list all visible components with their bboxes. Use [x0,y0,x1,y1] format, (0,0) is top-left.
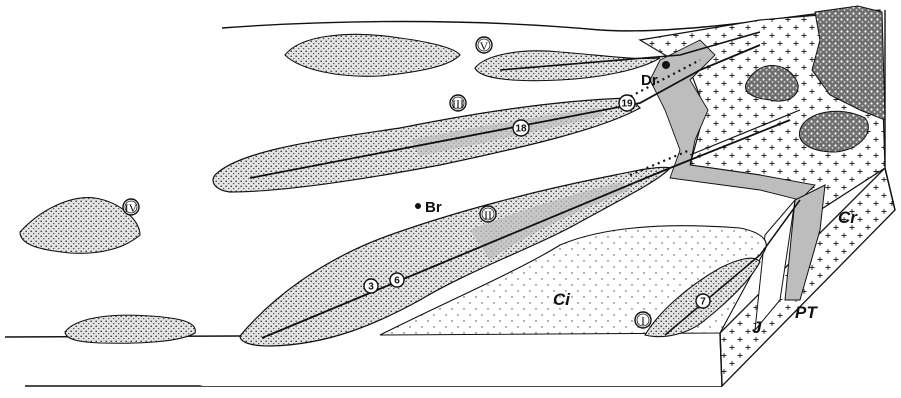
site-18: 18 [513,120,529,136]
label-br: Br [425,199,442,216]
orebody-surface-lens [65,315,195,343]
site-19-label: 19 [621,99,633,110]
label-ci: Ci [553,290,571,309]
site-6-label: 6 [394,276,400,287]
label-cr: Cr [838,208,858,227]
label-dr: Dr [641,72,658,89]
orebody-v [475,51,660,81]
site-7: 7 [696,294,710,308]
marker-v-label: V [480,39,489,53]
br-marker [415,203,421,209]
marker-ii-label: II [484,208,492,222]
marker-iii-label: III [452,97,464,111]
marker-ii: II [480,206,496,222]
site-7-label: 7 [700,297,706,308]
site-6: 6 [390,273,404,287]
marker-v: V [476,37,492,53]
site-19: 19 [619,95,635,111]
orebody-v-detached [285,34,460,76]
marker-iv-label: IV [125,201,138,215]
marker-i-label: I [641,314,645,328]
site-3-label: 3 [368,282,374,293]
marker-i: I [635,312,651,328]
dr-marker [662,61,670,69]
site-3: 3 [364,279,378,293]
marker-iv: IV [123,199,139,215]
label-j: J [752,318,762,337]
label-pt: PT [795,303,818,322]
site-18-label: 18 [515,124,527,135]
marker-iii: III [450,95,466,111]
orebody-iv [20,198,140,254]
